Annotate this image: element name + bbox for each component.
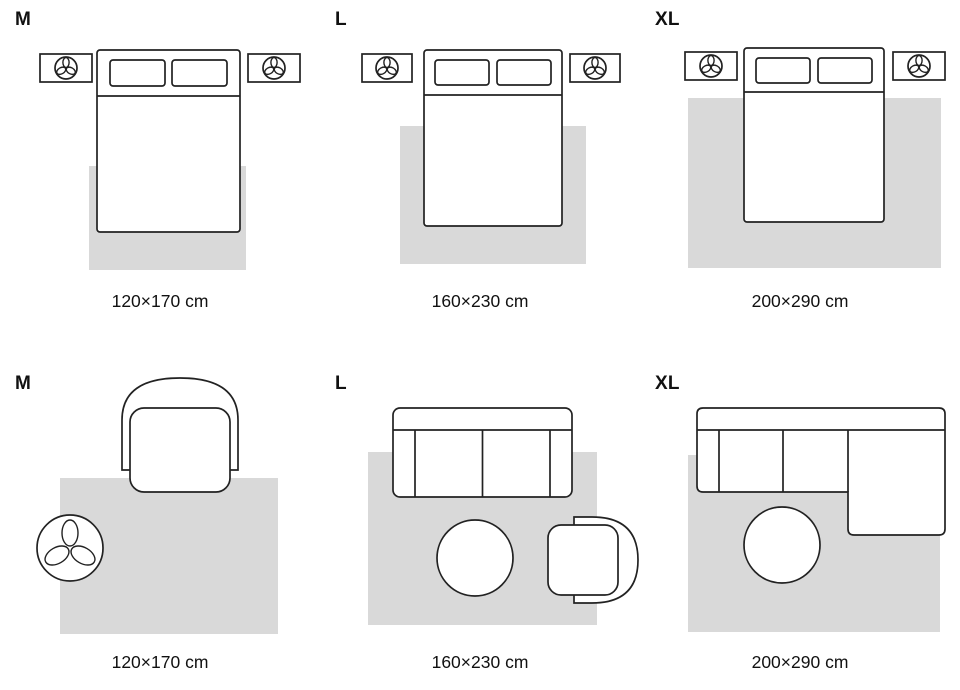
size-label: L xyxy=(335,373,347,394)
dimension-label: 120×170 cm xyxy=(111,291,209,311)
armchair xyxy=(121,377,239,493)
pillow xyxy=(755,57,811,84)
armchair-seat xyxy=(129,407,231,493)
size-label: M xyxy=(15,373,32,394)
dimension-label: 200×290 cm xyxy=(751,652,849,672)
plant-icon xyxy=(375,56,399,80)
pillow xyxy=(817,57,873,84)
size-label: M xyxy=(15,9,32,30)
side-table xyxy=(36,514,104,582)
plant-icon xyxy=(907,54,931,78)
size-label: XL xyxy=(655,373,680,394)
plant-icon xyxy=(699,54,723,78)
bedroom-size-xl-panel: XL 200×290 cm xyxy=(640,0,960,345)
nightstand-right xyxy=(247,53,301,83)
bed xyxy=(96,49,241,233)
plant-icon xyxy=(54,56,78,80)
livingroom-m-illustration xyxy=(36,377,278,634)
plant-icon xyxy=(583,56,607,80)
corner-sofa xyxy=(696,407,946,536)
pillow xyxy=(434,59,490,86)
bed xyxy=(423,49,563,227)
pillow xyxy=(109,59,166,87)
armchair xyxy=(547,516,639,604)
bedroom-size-l-panel: L 160×230 cm xyxy=(320,0,640,345)
bedroom-m-illustration xyxy=(39,49,301,270)
bedroom-l-illustration xyxy=(361,49,621,264)
livingroom-xl-illustration xyxy=(688,407,946,632)
nightstand-right xyxy=(569,53,621,83)
bed xyxy=(743,47,885,223)
size-label: XL xyxy=(655,9,680,30)
dimension-label: 200×290 cm xyxy=(751,291,849,311)
coffee-table xyxy=(743,506,821,584)
livingroom-l-illustration xyxy=(368,407,639,625)
plant-icon xyxy=(44,519,96,566)
dimension-label: 160×230 cm xyxy=(431,291,529,311)
size-label: L xyxy=(335,9,347,30)
dimension-label: 160×230 cm xyxy=(431,652,529,672)
sofa xyxy=(392,407,573,498)
nightstand-left xyxy=(39,53,93,83)
pillow xyxy=(496,59,552,86)
nightstand-right xyxy=(892,51,946,81)
nightstand-left xyxy=(684,51,738,81)
armchair-seat xyxy=(547,524,619,596)
dimension-label: 120×170 cm xyxy=(111,652,209,672)
pillow xyxy=(171,59,228,87)
livingroom-size-m-panel: M 120×170 cm xyxy=(0,364,320,690)
livingroom-size-xl-panel: XL 200×290 cm xyxy=(640,364,960,690)
coffee-table xyxy=(436,519,514,597)
bedroom-xl-illustration xyxy=(684,47,946,268)
livingroom-size-l-panel: L 160×230 cm xyxy=(320,364,640,690)
nightstand-left xyxy=(361,53,413,83)
bedroom-size-m-panel: M 120×170 cm xyxy=(0,0,320,345)
plant-icon xyxy=(262,56,286,80)
